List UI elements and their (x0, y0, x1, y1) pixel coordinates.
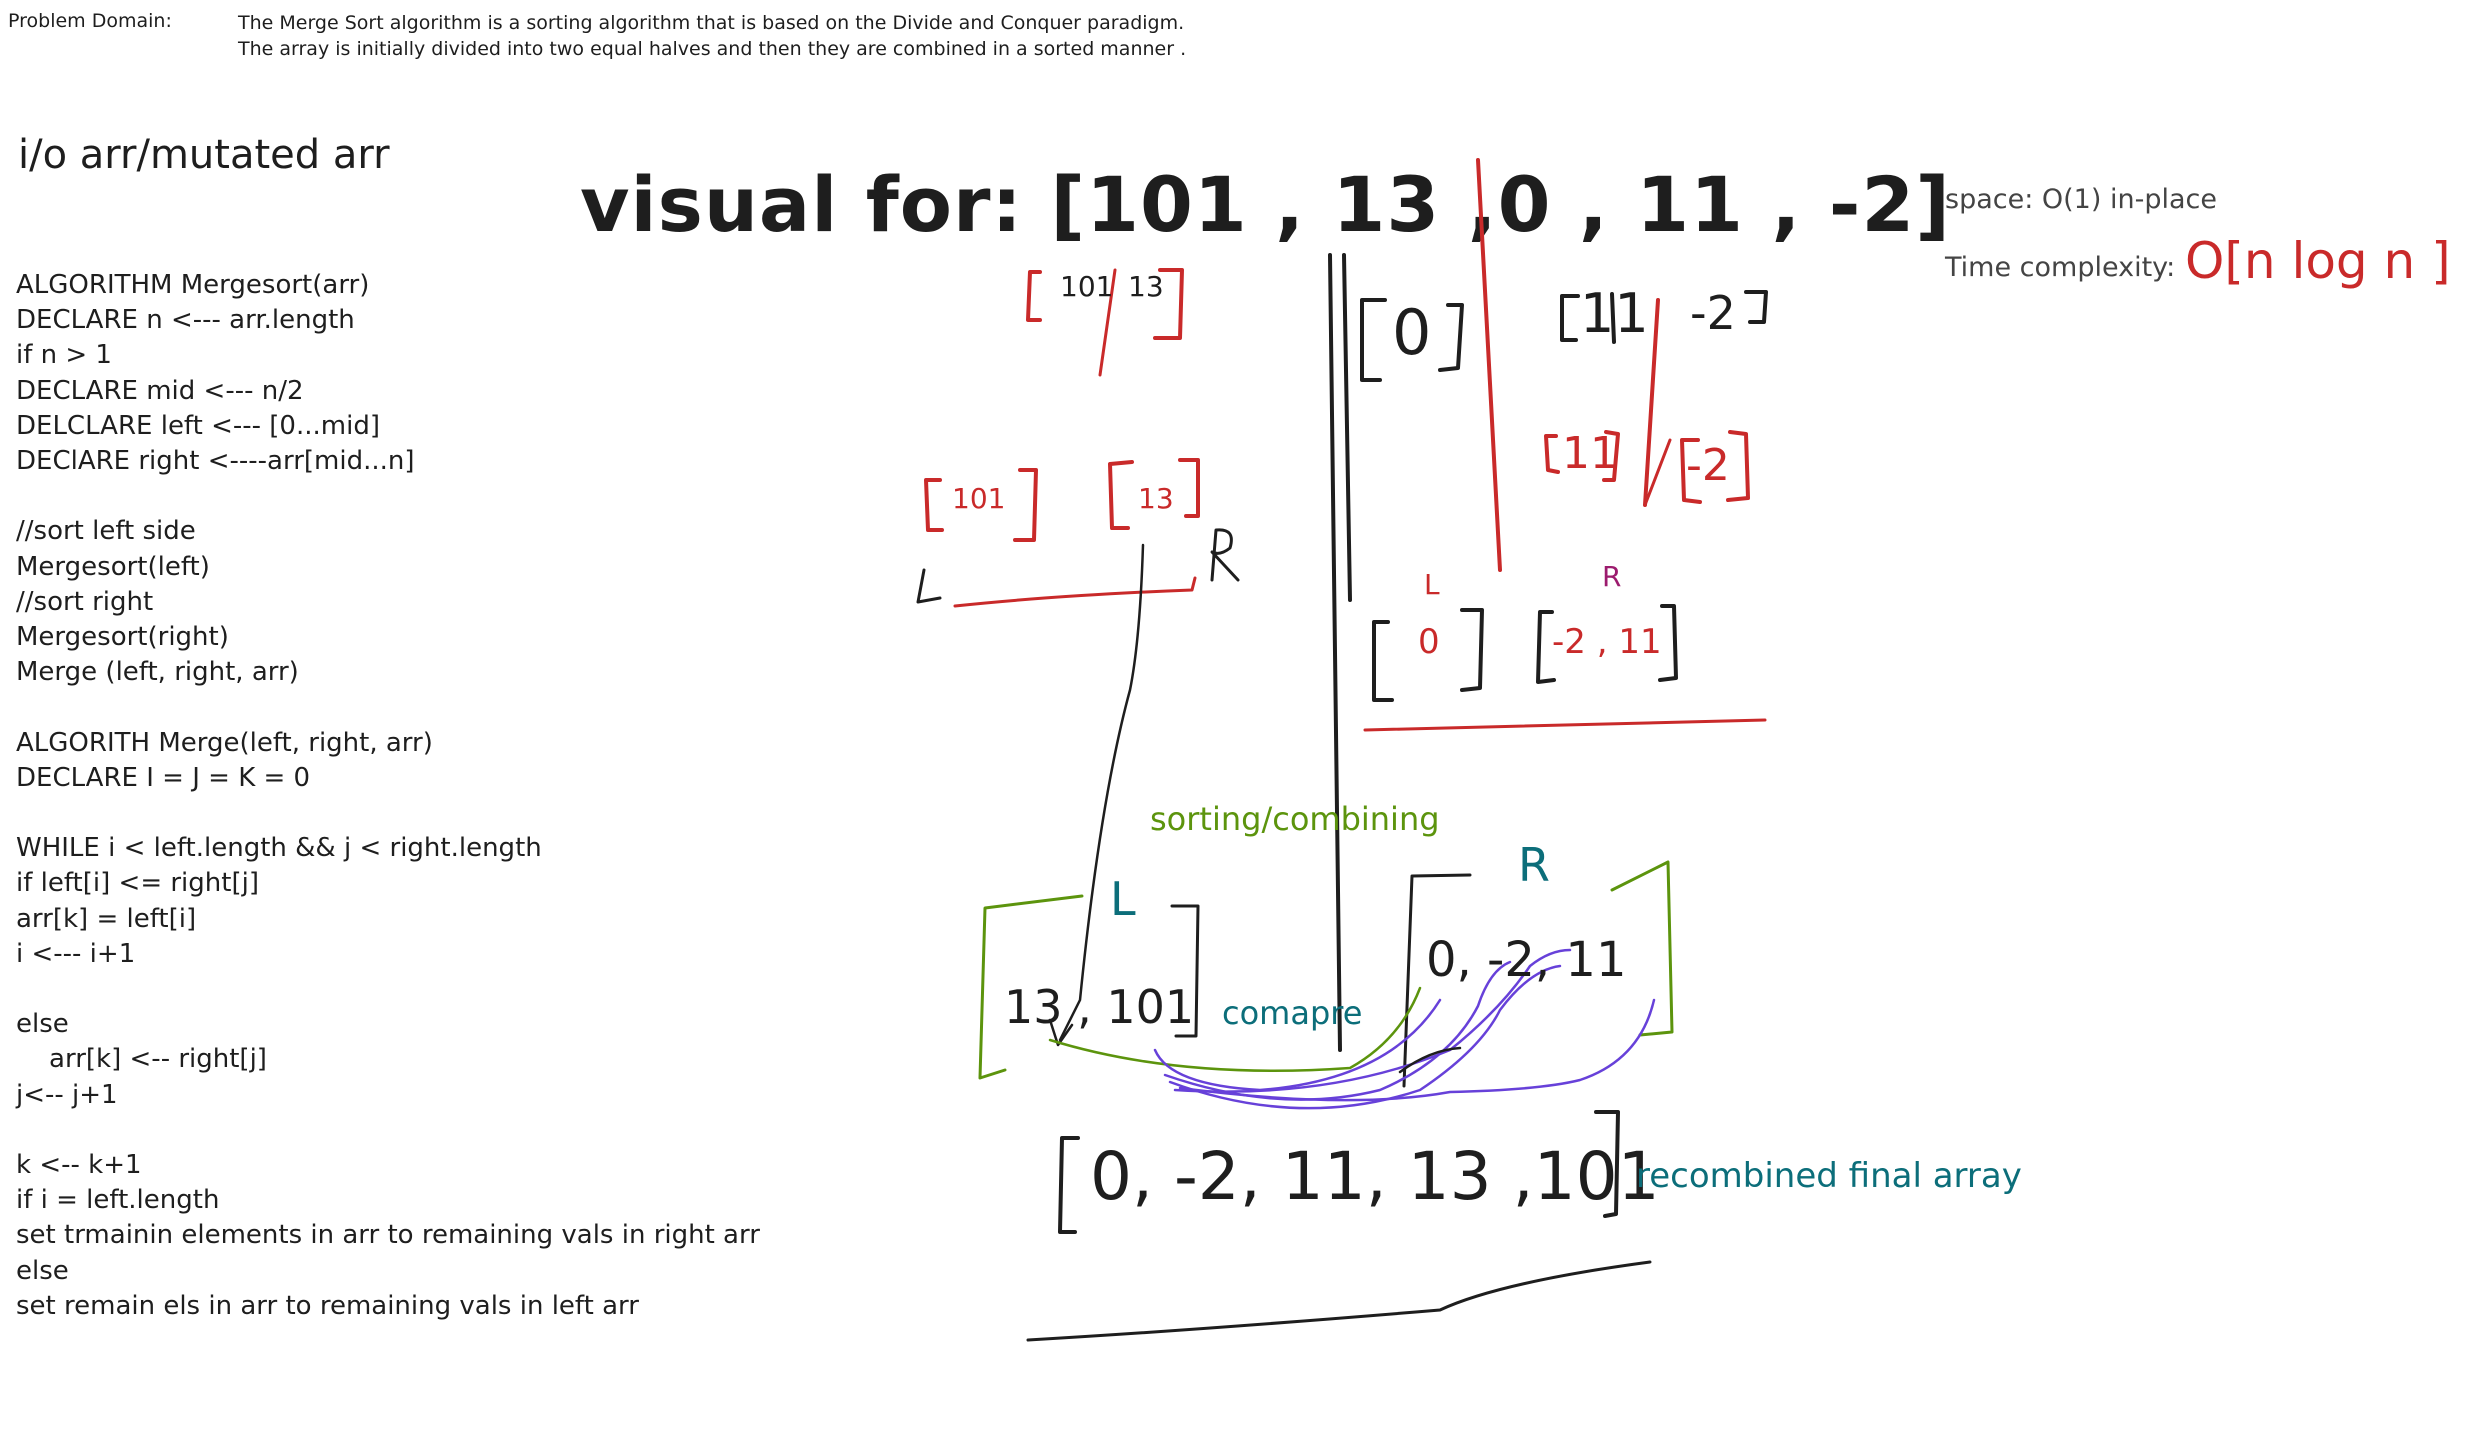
problem-domain-label: Problem Domain: (8, 10, 172, 32)
problem-domain-line-2: The array is initially divided into two … (238, 38, 1187, 60)
pseudocode-line: if i = left.length (16, 1185, 220, 1216)
final-bracket-right (1594, 1110, 1620, 1218)
final-array-label: recombined final array (1636, 1156, 2022, 1196)
bracket-sorted-L-right (1170, 904, 1200, 1038)
split-101-13-slash (1098, 268, 1117, 377)
L-label: L (1110, 872, 1136, 926)
green-bracket-left (978, 894, 1084, 1080)
single-value-13: 13 (1138, 482, 1174, 515)
pipe-11-2 (1610, 292, 1616, 344)
time-complexity-label: Time complexity: (1945, 252, 2176, 283)
final-bracket-left (1058, 1136, 1080, 1234)
single-value-11: 11 (1562, 428, 1618, 479)
pseudocode-line: Mergesort(right) (16, 622, 229, 653)
vertical-divider-red-2 (1643, 298, 1660, 507)
bracket-neg2-left (1680, 438, 1702, 504)
bracket-bpair-left (1536, 610, 1556, 684)
split-value-13: 13 (1128, 270, 1164, 303)
pseudocode-line: arr[k] = left[i] (16, 903, 197, 934)
mark-R-red: R (1602, 560, 1622, 593)
bottom-zero: 0 (1418, 622, 1440, 662)
vertical-divider-black (1328, 253, 1352, 1052)
pseudocode-line: k <-- k+1 (16, 1150, 142, 1181)
split-value-101: 101 (1060, 270, 1114, 303)
R-label: R (1518, 838, 1550, 892)
arrow-13-head (1048, 1018, 1074, 1047)
pseudocode-line: if left[i] <= right[j] (16, 868, 259, 899)
slash-11-2 (1643, 438, 1672, 507)
pseudocode-line: i <--- i+1 (16, 938, 136, 969)
small-R-mark (1210, 528, 1240, 582)
right-pair-11: 11 (1580, 282, 1649, 345)
bracket-11-2-left (1560, 294, 1580, 342)
bracket-0-left (1360, 298, 1387, 382)
pseudocode-line: DECLARE I = J = K = 0 (16, 762, 311, 793)
underline-right-side (1363, 718, 1767, 732)
green-bracket-R-right (1610, 860, 1674, 1037)
bracket-neg2-right (1726, 430, 1750, 502)
compare-curve-green (1048, 986, 1422, 1073)
pseudocode-line: DECLARE mid <--- n/2 (16, 375, 304, 406)
pseudocode-line: DEClARE right <----arr[mid...n] (16, 446, 415, 477)
arrow-13-to-sorted (1058, 543, 1145, 1042)
bracket-11-right (1602, 430, 1620, 482)
bracket-b0-left (1372, 620, 1394, 702)
io-label: i/o arr/mutated arr (18, 132, 390, 178)
left-sorted-values: 13 , 101 (1004, 980, 1195, 1034)
underline-101-13 (953, 576, 1197, 608)
pseudocode-line: j<-- j+1 (16, 1079, 118, 1110)
sorting-combining-label: sorting/combining (1150, 800, 1440, 838)
vertical-divider-red (1476, 158, 1502, 572)
final-array: 0, -2, 11, 13 ,101 (1090, 1138, 1660, 1215)
bracket-11-left (1544, 434, 1560, 474)
pseudocode-line: set remain els in arr to remaining vals … (16, 1290, 639, 1321)
pseudocode-line: else (16, 1255, 69, 1286)
compare-label: comapre (1222, 994, 1363, 1032)
pseudocode-line: WHILE i < left.length && j < right.lengt… (16, 833, 542, 864)
bracket-101-13-left (1026, 270, 1042, 322)
pseudocode-line: set trmainin elements in arr to remainin… (16, 1220, 760, 1251)
problem-domain-line-1: The Merge Sort algorithm is a sorting al… (238, 12, 1185, 34)
right-pair-neg2: -2 (1690, 286, 1736, 340)
pseudocode-line: else (16, 1009, 69, 1040)
zero-block: 0 (1392, 296, 1432, 369)
pseudocode-line: DELCLARE left <--- [0...mid] (16, 410, 380, 441)
pseudocode-line: //sort right (16, 586, 154, 617)
space-complexity: space: O(1) in-place (1945, 184, 2217, 215)
bracket-11-2-right (1744, 290, 1768, 324)
bracket-101-right (1013, 468, 1038, 542)
bracket-101-13-right (1153, 268, 1184, 340)
final-underline (1026, 1260, 1652, 1342)
pseudocode-line: DECLARE n <--- arr.length (16, 305, 355, 336)
single-value-101: 101 (952, 482, 1006, 515)
bracket-101-left (924, 478, 944, 532)
pseudocode-line: if n > 1 (16, 340, 112, 371)
bottom-pair: -2 , 11 (1552, 622, 1662, 662)
pseudocode-line: ALGORITH Merge(left, right, arr) (16, 727, 433, 758)
pseudocode-line: arr[k] <-- right[j] (16, 1044, 267, 1075)
mark-L-red: L (1424, 568, 1440, 601)
compare-line-5 (1178, 998, 1656, 1102)
bracket-b0-right (1460, 608, 1484, 692)
pseudocode-line: Merge (left, right, arr) (16, 657, 299, 688)
bracket-13-right (1178, 458, 1200, 518)
bracket-0-right (1438, 303, 1464, 372)
small-L-mark (916, 568, 942, 604)
single-value-neg2: -2 (1686, 440, 1730, 491)
pseudocode-block: ALGORITHM Mergesort(arr) DECLARE n <--- a… (16, 268, 760, 1324)
compare-line-6 (1398, 1046, 1462, 1074)
pseudocode-line: ALGORITHM Mergesort(arr) (16, 270, 370, 300)
pseudocode-line: //sort left side (16, 516, 196, 547)
pseudocode-line: Mergesort(left) (16, 551, 210, 582)
bracket-bpair-right (1658, 604, 1678, 682)
bracket-13-left (1108, 460, 1134, 530)
compare-line-3 (1168, 964, 1562, 1110)
right-values: 0, -2, 11 (1426, 932, 1627, 988)
compare-line-4 (1173, 948, 1572, 1093)
page-title: visual for: [101 , 13 ,0 , 11 , -2] (580, 160, 1951, 249)
time-complexity-value: O[n log n ] (2185, 232, 2451, 290)
